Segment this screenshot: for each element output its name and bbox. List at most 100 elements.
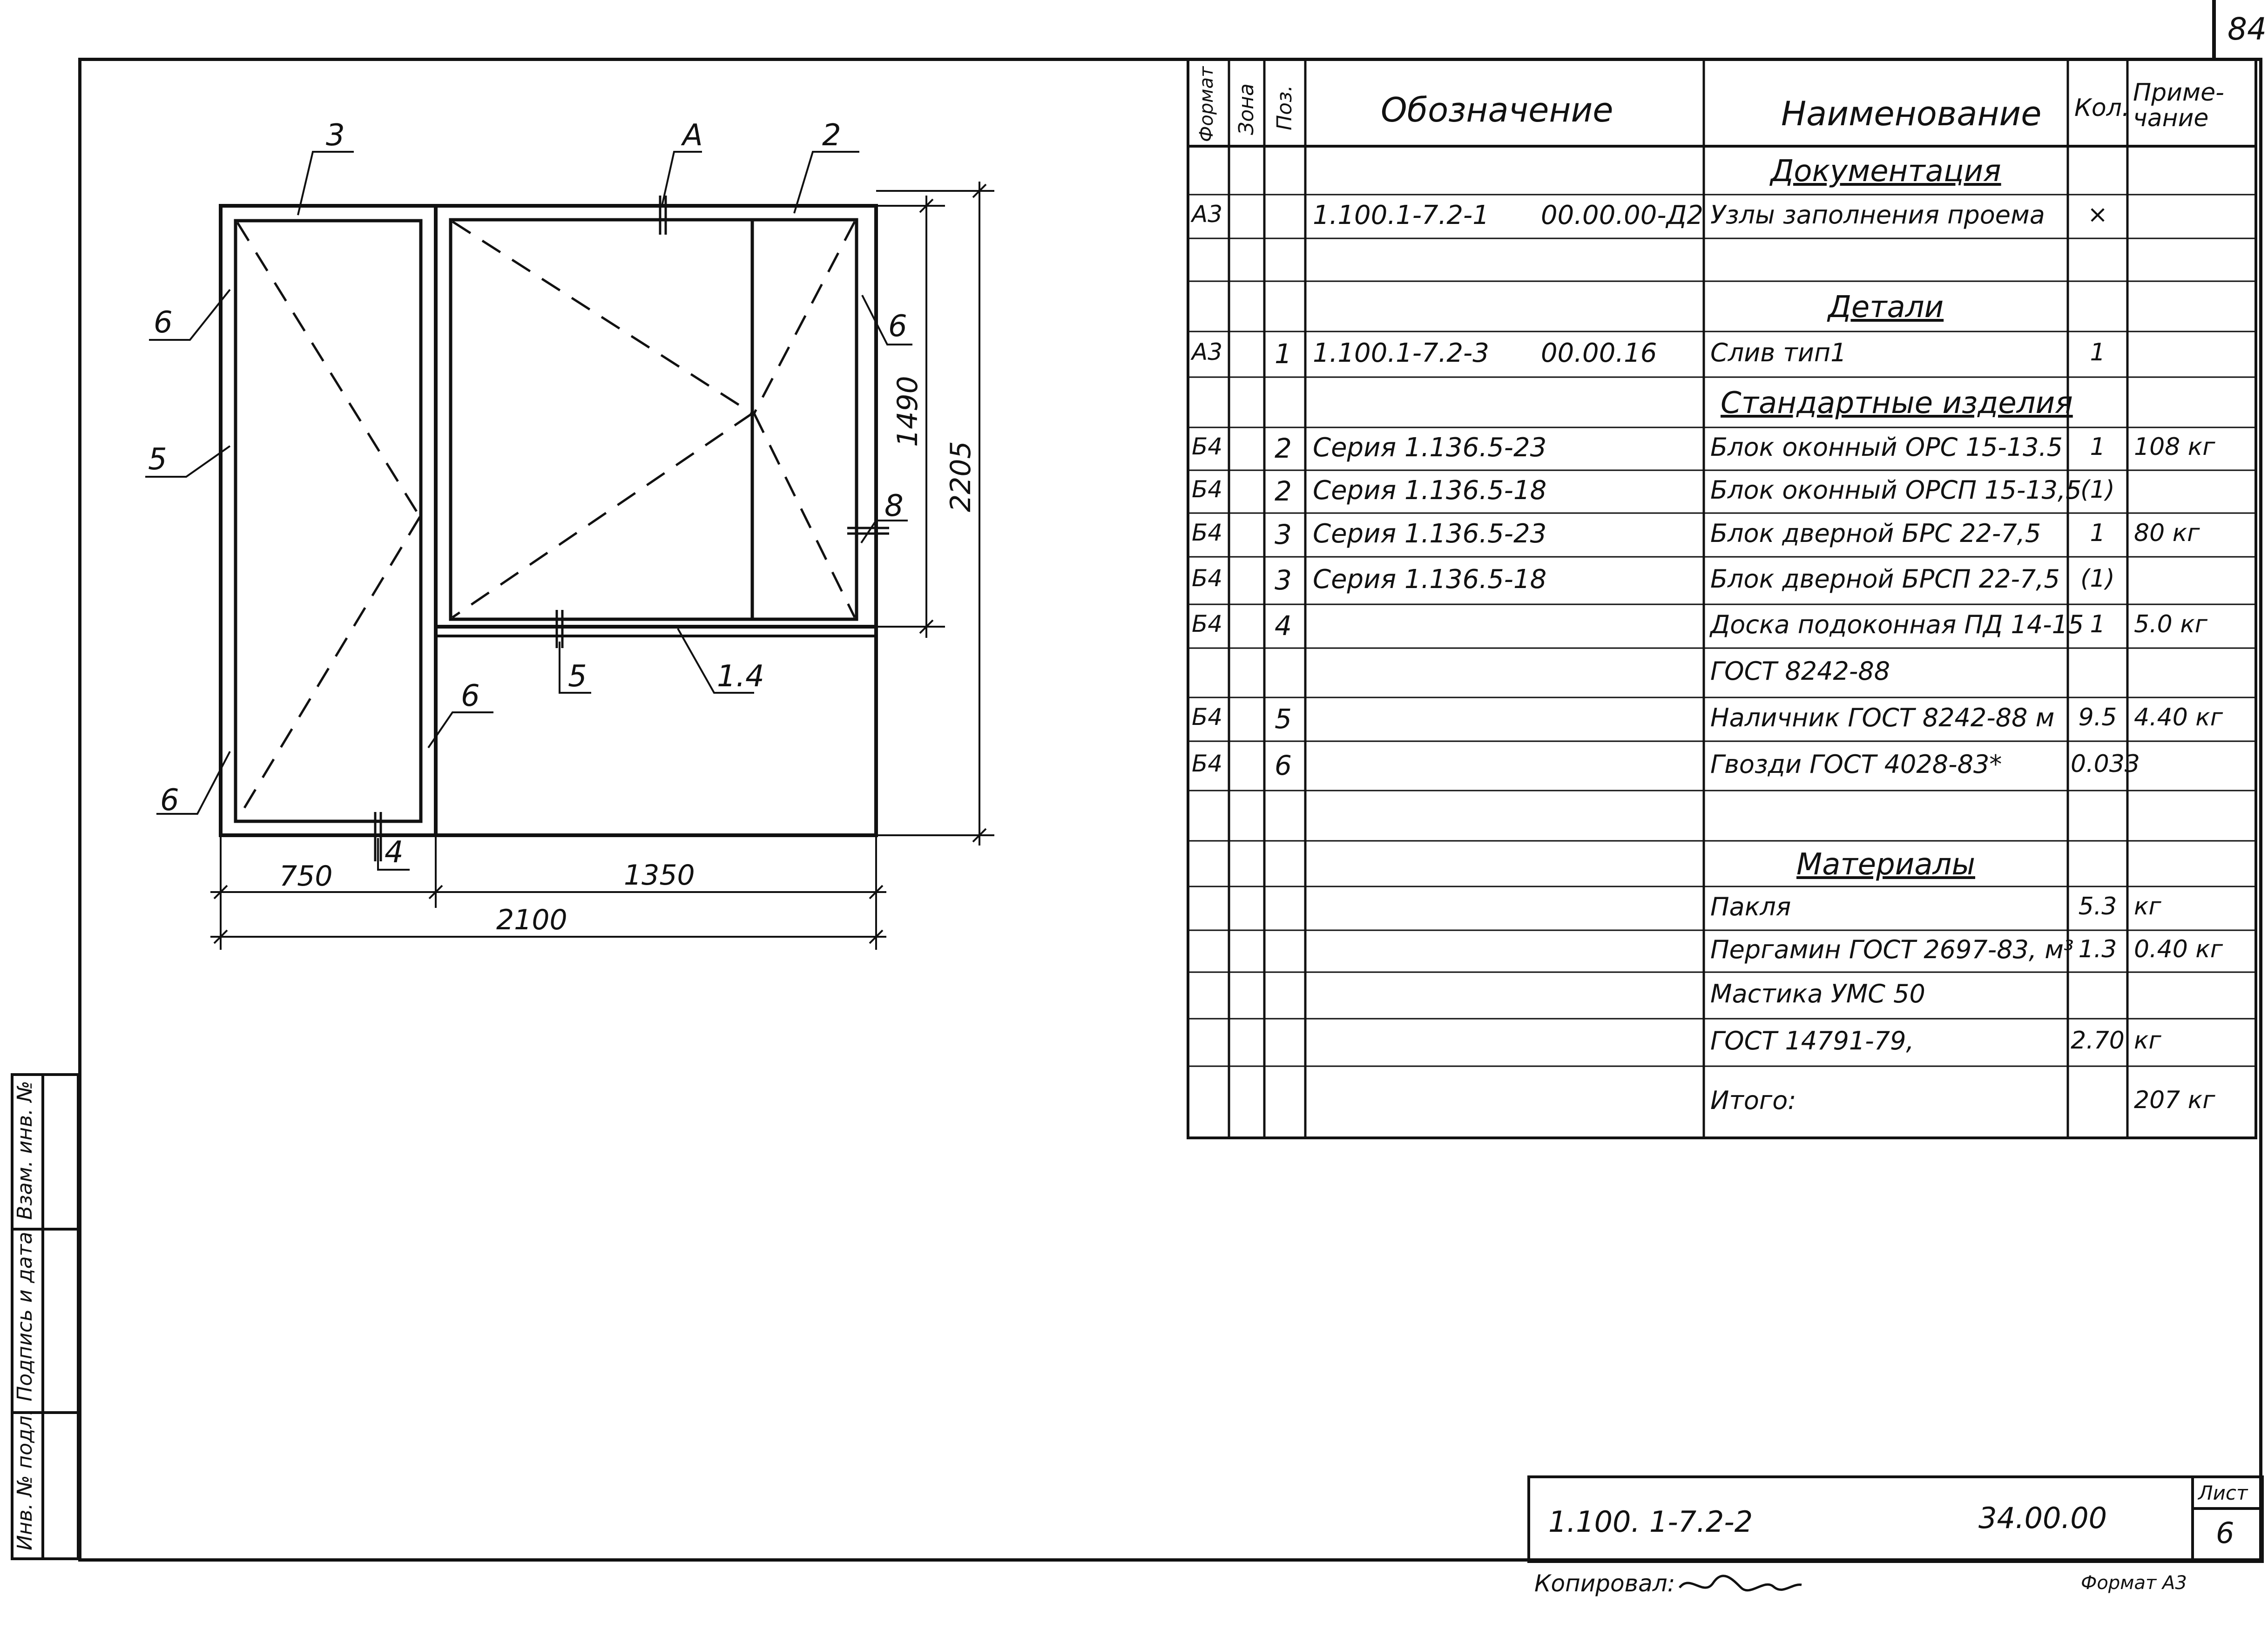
cell-designation: Серия 1.136.5-23 <box>1313 519 1547 549</box>
cell-name: Гвозди ГОСТ 4028-83* <box>1710 750 2002 779</box>
cell-format: Б4 <box>1192 610 1223 637</box>
cell-qty: (1) <box>2080 565 2115 593</box>
cell-designation: 1.100.1-7.2-3 <box>1313 338 1489 368</box>
copier-signature <box>1678 1575 1802 1592</box>
cell-name-heading: Материалы <box>1796 847 1975 882</box>
header-designation: Обозначение <box>1381 90 1613 129</box>
cell-format: Б4 <box>1192 476 1223 503</box>
cell-note: 5.0 кг <box>2134 610 2207 638</box>
cell-pos: 2 <box>1275 433 1292 464</box>
title-number: 34.00.00 <box>1978 1501 2107 1535</box>
sheet-label: Лист <box>2198 1481 2248 1504</box>
callout-6-bottom-left: 6 <box>160 783 179 818</box>
cell-pos: 4 <box>1275 610 1292 642</box>
page-number: 84 <box>2228 11 2267 47</box>
cell-qty: 1 <box>2090 433 2106 461</box>
cell-note: кг <box>2134 1027 2161 1055</box>
cell-name: Слив тип1 <box>1710 338 1847 367</box>
side-stamp <box>11 1073 80 1560</box>
callout-A: A <box>681 118 703 153</box>
sheet-value: 6 <box>2216 1516 2234 1550</box>
cell-pos: 1 <box>1275 338 1292 370</box>
cell-name-heading: Документация <box>1770 154 2001 189</box>
cell-qty: × <box>2087 201 2108 229</box>
callout-3: 3 <box>326 118 345 153</box>
callout-5-bottom: 5 <box>568 659 587 694</box>
cell-name-heading: Стандартные изделия <box>1721 386 2073 420</box>
cell-name: Мастика УМС 50 <box>1710 979 1925 1008</box>
spec-table-grid <box>1187 58 2257 1139</box>
cell-note: 0.40 кг <box>2134 935 2223 963</box>
window-inner <box>449 218 858 621</box>
cell-name: ГОСТ 8242-88 <box>1710 656 1890 686</box>
callout-4: 4 <box>385 835 404 870</box>
cell-name-heading: Детали <box>1828 290 1944 325</box>
cell-name: Блок оконный ОРСП 15-13,5 <box>1710 475 2082 505</box>
cell-qty: 5.3 <box>2078 893 2117 920</box>
cell-format: Б4 <box>1192 519 1223 546</box>
cell-name: Пакля <box>1710 892 1791 921</box>
cell-name: Узлы заполнения проема <box>1710 200 2045 230</box>
title-code: 1.100. 1-7.2-2 <box>1548 1505 1753 1539</box>
cell-note: 108 кг <box>2134 433 2215 461</box>
door-leaf <box>234 219 423 823</box>
cell-note: 4.40 кг <box>2134 704 2223 731</box>
cell-name: Блок оконный ОРС 15-13.5 <box>1710 433 2063 462</box>
cell-format: А3 <box>1192 201 1223 228</box>
cell-qty: 1.3 <box>2078 935 2117 963</box>
callout-6-right: 6 <box>888 309 907 344</box>
dim-2100: 2100 <box>496 904 567 936</box>
cell-qty: 9.5 <box>2078 704 2117 731</box>
dim-1490: 1490 <box>891 376 924 447</box>
cell-name: Пергамин ГОСТ 2697-83, м³ <box>1710 935 2074 964</box>
footer-copied: Копировал: <box>1534 1570 1675 1597</box>
cell-format: Б4 <box>1192 565 1223 592</box>
cell-note: 80 кг <box>2134 519 2200 547</box>
callout-5: 5 <box>148 442 167 477</box>
cell-name: Блок дверной БРС 22-7,5 <box>1710 519 2041 548</box>
cell-designation-code: 00.00.16 <box>1541 338 1657 368</box>
cell-pos: 6 <box>1275 750 1292 781</box>
cell-qty: 1 <box>2090 338 2106 366</box>
cell-designation-code: 00.00.00-Д2 <box>1541 200 1703 230</box>
header-name: Наименование <box>1781 94 2042 133</box>
cell-pos: 3 <box>1275 519 1292 550</box>
drawing-frame <box>78 58 2262 1562</box>
cell-note: 207 кг <box>2134 1086 2215 1114</box>
cell-format: Б4 <box>1192 433 1223 460</box>
callout-6-mid: 6 <box>461 679 480 713</box>
cell-qty: 1 <box>2090 519 2106 547</box>
cell-note: кг <box>2134 893 2161 920</box>
cell-designation: Серия 1.136.5-23 <box>1313 433 1547 463</box>
callout-1-4: 1.4 <box>717 659 764 694</box>
cell-designation: Серия 1.136.5-18 <box>1313 475 1547 506</box>
cell-format: Б4 <box>1192 750 1223 777</box>
cell-format: А3 <box>1192 338 1223 365</box>
header-qty: Кол. <box>2074 94 2130 122</box>
cell-qty: 2.70 <box>2071 1027 2125 1055</box>
cell-name: ГОСТ 14791-79, <box>1710 1026 1914 1055</box>
cell-qty: (1) <box>2080 476 2115 504</box>
cell-designation: Серия 1.136.5-18 <box>1313 564 1547 595</box>
page-number-box <box>2212 0 2216 61</box>
cell-pos: 2 <box>1275 475 1292 507</box>
cell-pos: 5 <box>1275 703 1292 735</box>
callout-2: 2 <box>822 118 841 153</box>
cell-name: Итого: <box>1710 1086 1796 1115</box>
footer-format: Формат А3 <box>2081 1572 2187 1594</box>
title-block <box>1527 1475 2264 1563</box>
dim-2205: 2205 <box>945 441 977 512</box>
cell-qty: 1 <box>2090 610 2106 638</box>
window-door-elevation: 3 A 2 6 5 6 8 6 6 5 1.4 4 750 1350 2100 … <box>145 118 994 950</box>
dim-750: 750 <box>279 860 333 893</box>
window-frame <box>434 204 878 629</box>
dim-1350: 1350 <box>624 859 695 892</box>
cell-name: Наличник ГОСТ 8242-88 м <box>1710 703 2055 732</box>
cell-name: Доска подоконная ПД 14-15 <box>1710 610 2084 639</box>
cell-designation: 1.100.1-7.2-1 <box>1313 200 1489 230</box>
callout-8: 8 <box>884 489 904 523</box>
cell-pos: 3 <box>1275 564 1292 596</box>
header-note: Приме-чание <box>2133 79 2224 132</box>
callout-6-top-left: 6 <box>154 305 173 340</box>
cell-format: Б4 <box>1192 704 1223 731</box>
